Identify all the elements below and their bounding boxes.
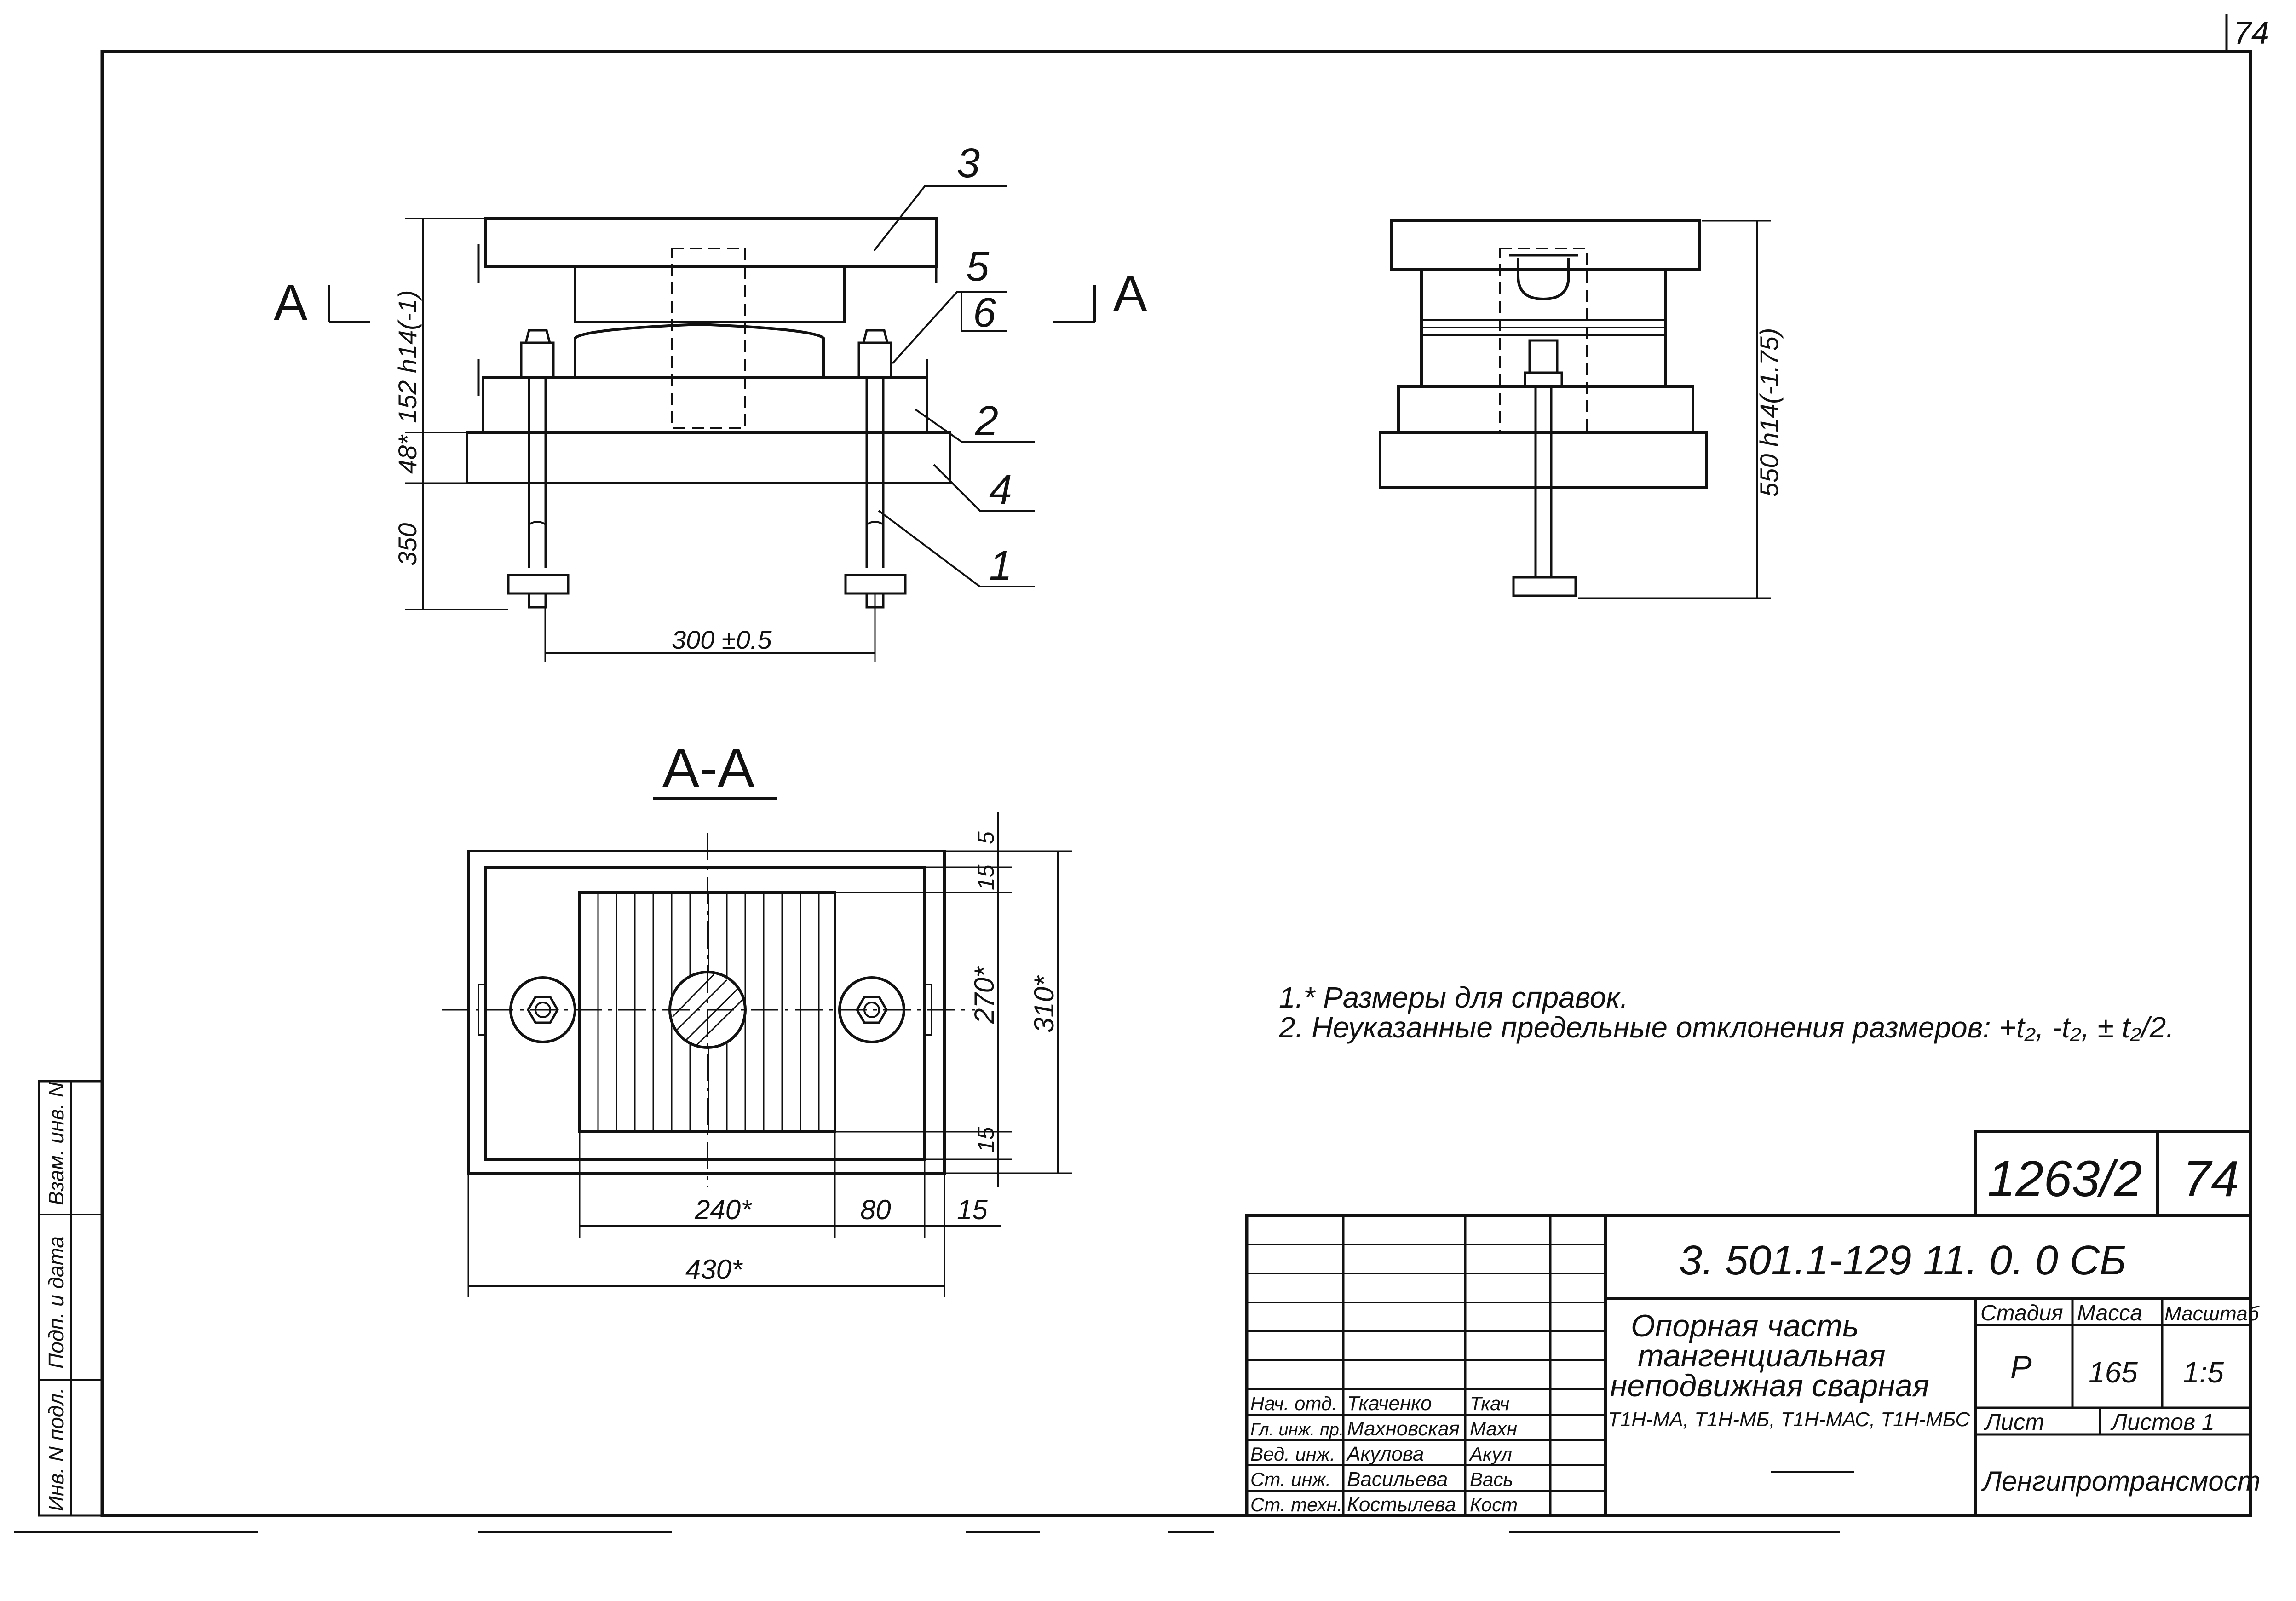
dim-front-plate: 48* (393, 434, 422, 474)
front-view (328, 185, 1096, 662)
sheets-label: Листов 1 (2110, 1409, 2215, 1435)
staff-name-2: Махновская (1347, 1417, 1460, 1440)
dim-sec-inner: 270* (969, 966, 1000, 1024)
staff-name-1: Ткаченко (1347, 1392, 1432, 1415)
callout-6: 6 (973, 290, 996, 336)
staff-name-5: Костылева (1347, 1493, 1456, 1516)
margin-inv-podl: Инв. N подл. (44, 1388, 68, 1511)
dim-side-height: 550 h14(-1.75) (1755, 328, 1784, 497)
note-2: 2. Неуказанные предельные отклонения раз… (1278, 1011, 2174, 1044)
margin-stamp: Взам. инв. N Подп. и дата Инв. N подл. (38, 1080, 104, 1517)
margin-vzam-inv: Взам. инв. N (44, 1082, 68, 1205)
note-1: 1.* Размеры для справок. (1279, 981, 1628, 1014)
mass-value: 165 (2089, 1356, 2138, 1389)
staff-sign-3: Акул (1468, 1443, 1512, 1465)
staff-role-2: Гл. инж. пр. (1250, 1420, 1344, 1440)
staff-role-4: Ст. инж. (1250, 1469, 1331, 1490)
staff-sign-4: Вась (1470, 1469, 1513, 1490)
organization: Ленгипротрансмост (1981, 1466, 2261, 1497)
title-block (1245, 1130, 2252, 1517)
drawing-frame (100, 50, 2252, 1517)
dim-sec-total: 310* (1029, 975, 1059, 1033)
staff-sign-1: Ткач (1470, 1393, 1509, 1414)
scale-value: 1:5 (2183, 1356, 2224, 1389)
stage-value: Р (2010, 1349, 2032, 1385)
side-view (1379, 219, 1771, 599)
dim-sec-edge-top: 15 (973, 864, 999, 890)
callout-5: 5 (966, 244, 990, 290)
dim-sec-w1: 240* (694, 1194, 752, 1225)
staff-name-3: Акулова (1346, 1443, 1424, 1465)
page-number: 74 (2233, 15, 2269, 51)
title-line-2: тангенциальная (1638, 1338, 1886, 1373)
section-title: A-A (662, 737, 754, 799)
staff-role-3: Вед. инж. (1250, 1443, 1335, 1465)
title-line-1: Опорная часть (1631, 1308, 1859, 1343)
staff-role-1: Нач. отд. (1250, 1393, 1337, 1414)
dim-front-spacing: 300 ±0.5 (672, 625, 772, 654)
title-line-4: Т1Н-МА, Т1Н-МБ, Т1Н-МАС, Т1Н-МБС (1608, 1408, 1970, 1431)
doc-code: 3. 501.1-129 11. 0. 0 СБ (1679, 1238, 2127, 1284)
section-marker-left: A (274, 274, 308, 331)
margin-podp-data: Подп. и дата (44, 1236, 68, 1369)
sheet-ref-num: 74 (2183, 1151, 2239, 1207)
dim-sec-width: 430* (685, 1254, 743, 1285)
staff-name-4: Васильева (1347, 1468, 1448, 1491)
section-marker-right: A (1113, 265, 1147, 322)
dim-front-bolt: 350 (393, 523, 422, 566)
dim-front-height: 152 h14(-1) (393, 290, 422, 423)
dim-sec-edge-bottom: 15 (973, 1127, 999, 1152)
staff-sign-2: Махн (1470, 1418, 1517, 1440)
mass-label: Масса (2077, 1301, 2142, 1325)
stage-label: Стадия (1980, 1301, 2063, 1325)
dim-sec-w3: 15 (957, 1194, 988, 1225)
title-dash: ——— (1771, 1454, 1854, 1485)
section-view (442, 812, 1072, 1297)
scale-label: Масштаб (2164, 1302, 2260, 1325)
callout-2: 2 (975, 398, 998, 444)
staff-role-5: Ст. техн. (1250, 1494, 1342, 1515)
callout-1: 1 (989, 543, 1012, 589)
sheet-label: Лист (1984, 1409, 2044, 1435)
sheet-ref: 1263/2 (1987, 1151, 2142, 1207)
dim-sec-top: 5 (973, 831, 999, 844)
title-line-3: неподвижная сварная (1610, 1368, 1929, 1403)
staff-sign-5: Кост (1470, 1494, 1518, 1515)
dim-sec-w2: 80 (860, 1194, 891, 1225)
callout-4: 4 (989, 467, 1012, 513)
callout-3: 3 (957, 140, 980, 186)
